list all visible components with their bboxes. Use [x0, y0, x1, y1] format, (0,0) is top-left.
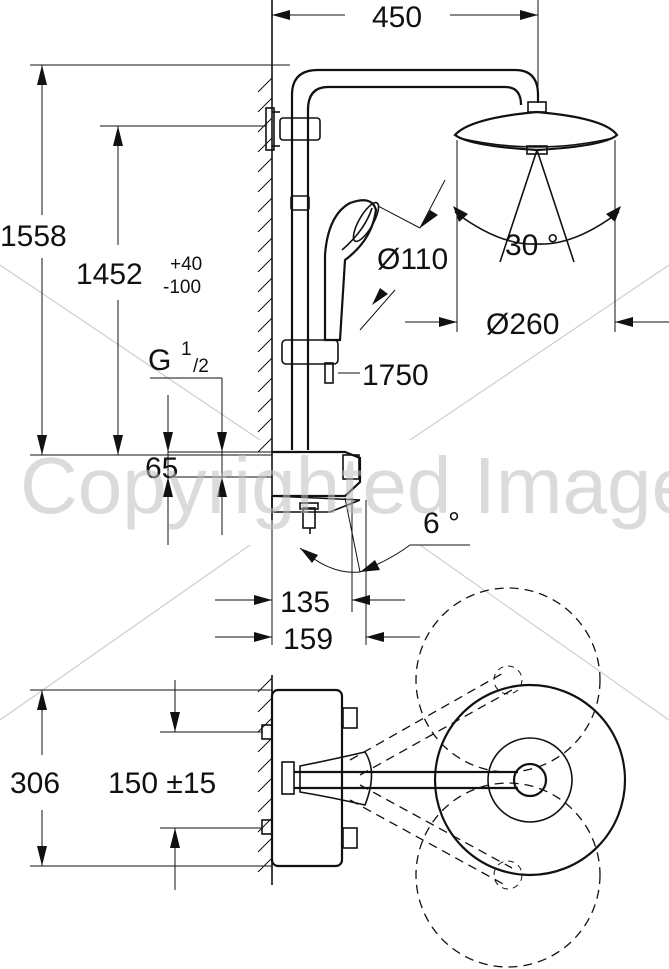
tol-minus: -100: [163, 277, 201, 298]
dim-head-angle: 30 °: [505, 229, 559, 262]
hand-shower: [281, 199, 380, 384]
dim-1558: 1558: [0, 220, 67, 253]
dim-450: 450: [372, 1, 422, 34]
dim-hand-dia: Ø110: [377, 243, 448, 276]
dim-1750: 1750: [362, 359, 429, 392]
wall-hatching: [257, 77, 273, 453]
dim-159: 159: [283, 623, 333, 656]
dimension-lines-top: [30, 680, 272, 890]
thread-g: G: [148, 344, 171, 377]
dim-tilt: 6 °: [423, 507, 460, 540]
dimension-lines-side: [30, 0, 669, 645]
thread-den: /2: [193, 356, 209, 377]
watermark-text: Copyrighted Image: [20, 441, 669, 530]
dim-306: 306: [10, 767, 60, 800]
dim-65: 65: [145, 452, 178, 485]
dim-150: 150 ±15: [108, 767, 216, 800]
shower-column: [265, 68, 540, 450]
dim-head-dia: Ø260: [486, 308, 559, 341]
wall-side: [257, 0, 273, 520]
swivel-range-dashed: [349, 587, 601, 968]
shower-arm-top: [294, 683, 627, 877]
dim-1452: 1452: [76, 258, 143, 291]
tol-plus: +40: [170, 254, 202, 275]
dim-135: 135: [280, 586, 330, 619]
thermostat-top: [261, 688, 358, 868]
thread-num: 1: [181, 339, 192, 360]
wall-top: [257, 675, 273, 885]
